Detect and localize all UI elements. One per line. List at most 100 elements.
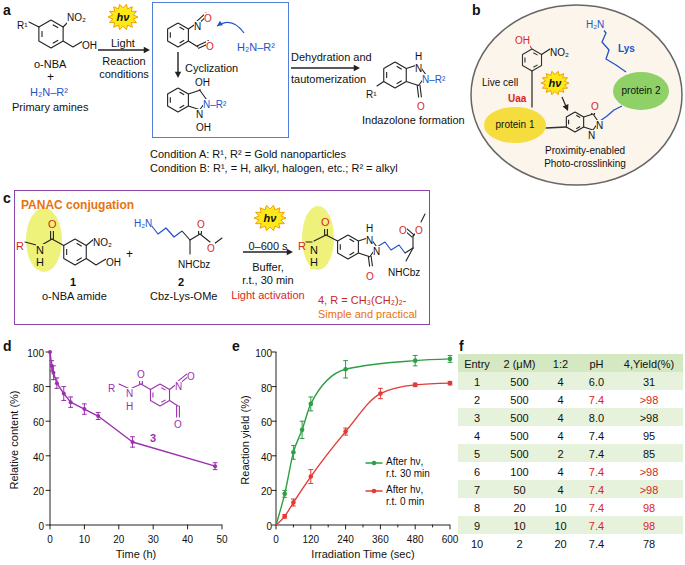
light-burst: hν <box>107 3 139 31</box>
tick-label: 60 <box>261 417 272 429</box>
atom-label: H <box>36 256 44 269</box>
tick-label: 40 <box>261 452 272 464</box>
node-text: PANAC conjugation <box>21 199 134 213</box>
text-holder: OH <box>515 30 530 48</box>
node-outline <box>541 71 569 94</box>
bond-line <box>86 259 106 266</box>
text-holder: 1 <box>474 372 480 390</box>
tick-label: 30 <box>148 534 159 546</box>
table-cell: 3 <box>474 412 480 425</box>
node-outline <box>471 5 682 185</box>
tick-label: 0 <box>273 534 279 546</box>
data-point <box>300 428 305 433</box>
tick-mark <box>84 525 85 529</box>
text-holder: H₂N–R² <box>237 37 275 55</box>
bond-line <box>326 235 338 241</box>
atom-label: N–R² <box>422 74 445 86</box>
table-cell: 98 <box>643 520 655 533</box>
text-holder: Relative content (%) <box>4 390 22 489</box>
compound-name: Cbz-Lys-OMe <box>150 290 217 303</box>
panel-letter: e <box>232 338 240 354</box>
text-holder: Reaction conditions <box>97 55 151 82</box>
error-bar <box>62 400 66 401</box>
text-holder: 6.0 <box>589 372 604 390</box>
tick-label: 50 <box>216 534 227 546</box>
text-holder: NHCbz <box>178 254 210 272</box>
benzene-ring <box>566 112 583 132</box>
text-holder: Condition B: R¹, = H, alkyl, halogen, et… <box>150 158 398 176</box>
benzene-ring <box>522 49 541 71</box>
table-cell: 50 <box>513 484 525 497</box>
node-outline <box>254 205 286 230</box>
text-holder: NO₂ <box>550 42 569 60</box>
text-holder: R <box>298 236 306 254</box>
atom-label: O <box>174 419 182 431</box>
text-holder: Live cell <box>482 72 518 90</box>
text-holder: f <box>459 337 464 355</box>
tick-mark <box>293 525 294 527</box>
bond-line <box>377 242 405 253</box>
text-holder: 1 <box>70 272 76 290</box>
error-bar <box>378 398 382 399</box>
atom-label: O <box>415 225 423 237</box>
text-holder: 500 <box>510 444 528 462</box>
table-cell: >98 <box>640 394 659 407</box>
table-cell: 9 <box>474 520 480 533</box>
text-holder: Light activation <box>231 285 304 303</box>
text-holder: Uaa <box>508 88 526 106</box>
atom-label: O <box>366 271 374 283</box>
text-holder: 7.4 <box>589 480 604 498</box>
axis-title: Relative content (%) <box>8 390 21 489</box>
data-point <box>131 440 135 444</box>
text-holder: 50 <box>216 529 227 547</box>
error-bar <box>283 497 287 498</box>
arrow-head <box>563 104 569 111</box>
table-cell: 85 <box>643 448 655 461</box>
text-holder: d <box>3 337 12 355</box>
product-note: Simple and practical <box>318 308 417 321</box>
benzene-ring <box>350 252 355 255</box>
atom-label: O <box>187 371 195 383</box>
tick-label: 40 <box>182 534 193 546</box>
text-holder: Lys <box>618 38 635 56</box>
text-holder: PANAC conjugation <box>21 195 134 213</box>
table-cell: 10 <box>554 520 566 533</box>
table-cell: 4 <box>557 376 563 389</box>
benzene-ring <box>161 400 165 402</box>
bond-line <box>52 239 64 246</box>
text-holder: 20 <box>33 481 44 499</box>
table-cell: 8 <box>474 502 480 515</box>
text-holder: N <box>126 383 133 401</box>
tick-mark <box>272 386 276 387</box>
text-holder: 95 <box>643 426 655 444</box>
table-cell: 4 <box>557 412 563 425</box>
bond-line <box>200 234 210 242</box>
arrow-head <box>144 47 150 53</box>
text-holder: Condition A: R¹, R² = Gold nanoparticles <box>150 144 346 162</box>
error-bar <box>213 469 217 470</box>
table-cell: 78 <box>643 538 655 551</box>
tick-label: 40 <box>33 452 44 464</box>
bond-line <box>170 401 178 407</box>
text-holder: 4, R = CH₃(CH₂)₂- <box>318 290 407 308</box>
benzene-ring <box>150 384 169 406</box>
text-holder: 10 <box>554 516 566 534</box>
text-holder: O <box>187 366 195 384</box>
text-holder: 50 <box>513 480 525 498</box>
error-bar <box>344 377 348 378</box>
tick-mark <box>272 421 276 422</box>
tick-mark <box>328 525 329 527</box>
bond-line <box>63 41 83 47</box>
bond-line <box>371 257 372 266</box>
text-holder: pH <box>589 354 603 372</box>
data-point <box>69 400 73 404</box>
protein-blob: protein 1 <box>483 106 547 144</box>
error-bar <box>291 459 295 460</box>
error-bar <box>378 388 382 389</box>
text-holder: 500 <box>510 426 528 444</box>
data-point <box>282 514 287 519</box>
text-holder: 4 <box>557 408 563 426</box>
bond-line <box>546 127 566 128</box>
text-holder: Proximity-enabled <box>545 140 625 158</box>
axis-line <box>50 352 222 525</box>
